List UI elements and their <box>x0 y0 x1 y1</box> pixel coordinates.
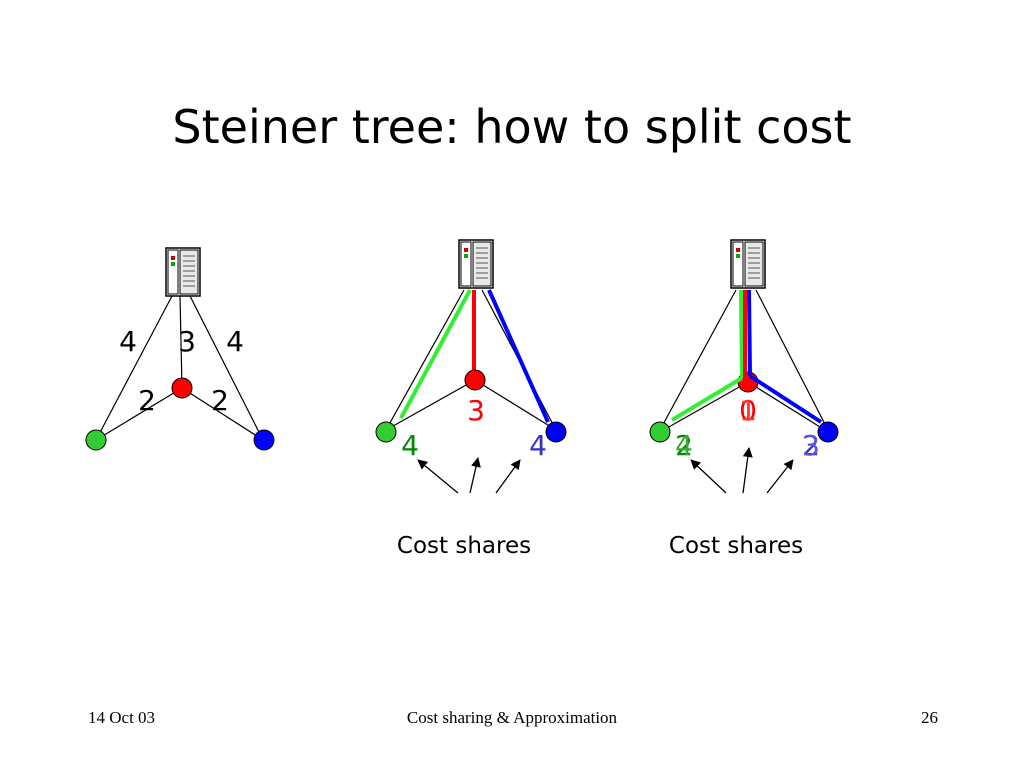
node-blue <box>253 429 275 451</box>
edge-root-green <box>95 295 173 441</box>
node-green <box>375 421 397 443</box>
caption-cost-shares: Cost shares <box>397 533 531 559</box>
edge-label: 2 <box>211 384 229 417</box>
edge-label: 4 <box>226 325 244 358</box>
arrow <box>417 459 459 494</box>
path-green <box>670 376 744 422</box>
cost-share-green: 2 <box>675 429 693 462</box>
cost-share-blue: 4 <box>529 429 547 462</box>
edge-root-steiner <box>179 295 183 389</box>
node-green <box>85 429 107 451</box>
cost-share-green: 4 <box>401 429 419 462</box>
edge-steiner-blue <box>474 379 557 431</box>
tree-diagram-2: 3 4 4 Cost shares <box>375 239 567 559</box>
node-green <box>649 421 671 443</box>
cost-share-red: 1 <box>739 394 757 427</box>
steiner-node-red <box>464 369 486 391</box>
arrow <box>495 459 521 494</box>
edge-steiner-blue <box>747 381 829 433</box>
cost-share-green: 4 <box>675 429 693 462</box>
path-blue <box>747 289 752 377</box>
path-green <box>739 289 744 379</box>
tree-diagram-1: 4 3 4 2 2 <box>85 247 275 451</box>
caption-cost-shares: Cost shares <box>669 533 803 559</box>
edge-label: 4 <box>119 325 137 358</box>
server-icon <box>165 247 201 297</box>
edge-root-blue <box>189 295 264 441</box>
arrow <box>469 457 481 494</box>
edge-root-green <box>659 289 737 431</box>
edge-label: 2 <box>138 384 156 417</box>
cost-share-red: 0 <box>739 394 757 427</box>
node-blue <box>817 421 839 443</box>
edge-label: 3 <box>178 325 196 358</box>
edge-root-blue <box>755 289 829 431</box>
edge-root-green <box>385 289 465 431</box>
edge-steiner-green <box>95 387 183 441</box>
server-icon <box>458 239 494 289</box>
server-icon <box>730 239 766 289</box>
edge-steiner-green <box>385 379 476 431</box>
node-blue <box>545 421 567 443</box>
edge-steiner-green <box>659 381 749 433</box>
path-blue <box>487 289 550 423</box>
cost-share-red: 3 <box>467 394 485 427</box>
path-green <box>399 289 472 419</box>
arrow <box>766 459 794 494</box>
path-blue <box>748 374 823 424</box>
footer-date: 14 Oct 03 <box>88 708 156 727</box>
steiner-node-red <box>171 377 193 399</box>
edge-steiner-blue <box>181 387 264 441</box>
arrow <box>742 447 753 494</box>
cost-share-blue: 2 <box>802 429 820 462</box>
arrow <box>690 459 727 494</box>
cost-share-blue: 3 <box>802 429 820 462</box>
tree-diagram-3: 0 1 2 4 2 3 Cost shares <box>649 239 839 559</box>
page-number: 26 <box>921 708 938 727</box>
footer-title: Cost sharing & Approximation <box>406 708 618 727</box>
slide-title: Steiner tree: how to split cost <box>172 100 852 154</box>
